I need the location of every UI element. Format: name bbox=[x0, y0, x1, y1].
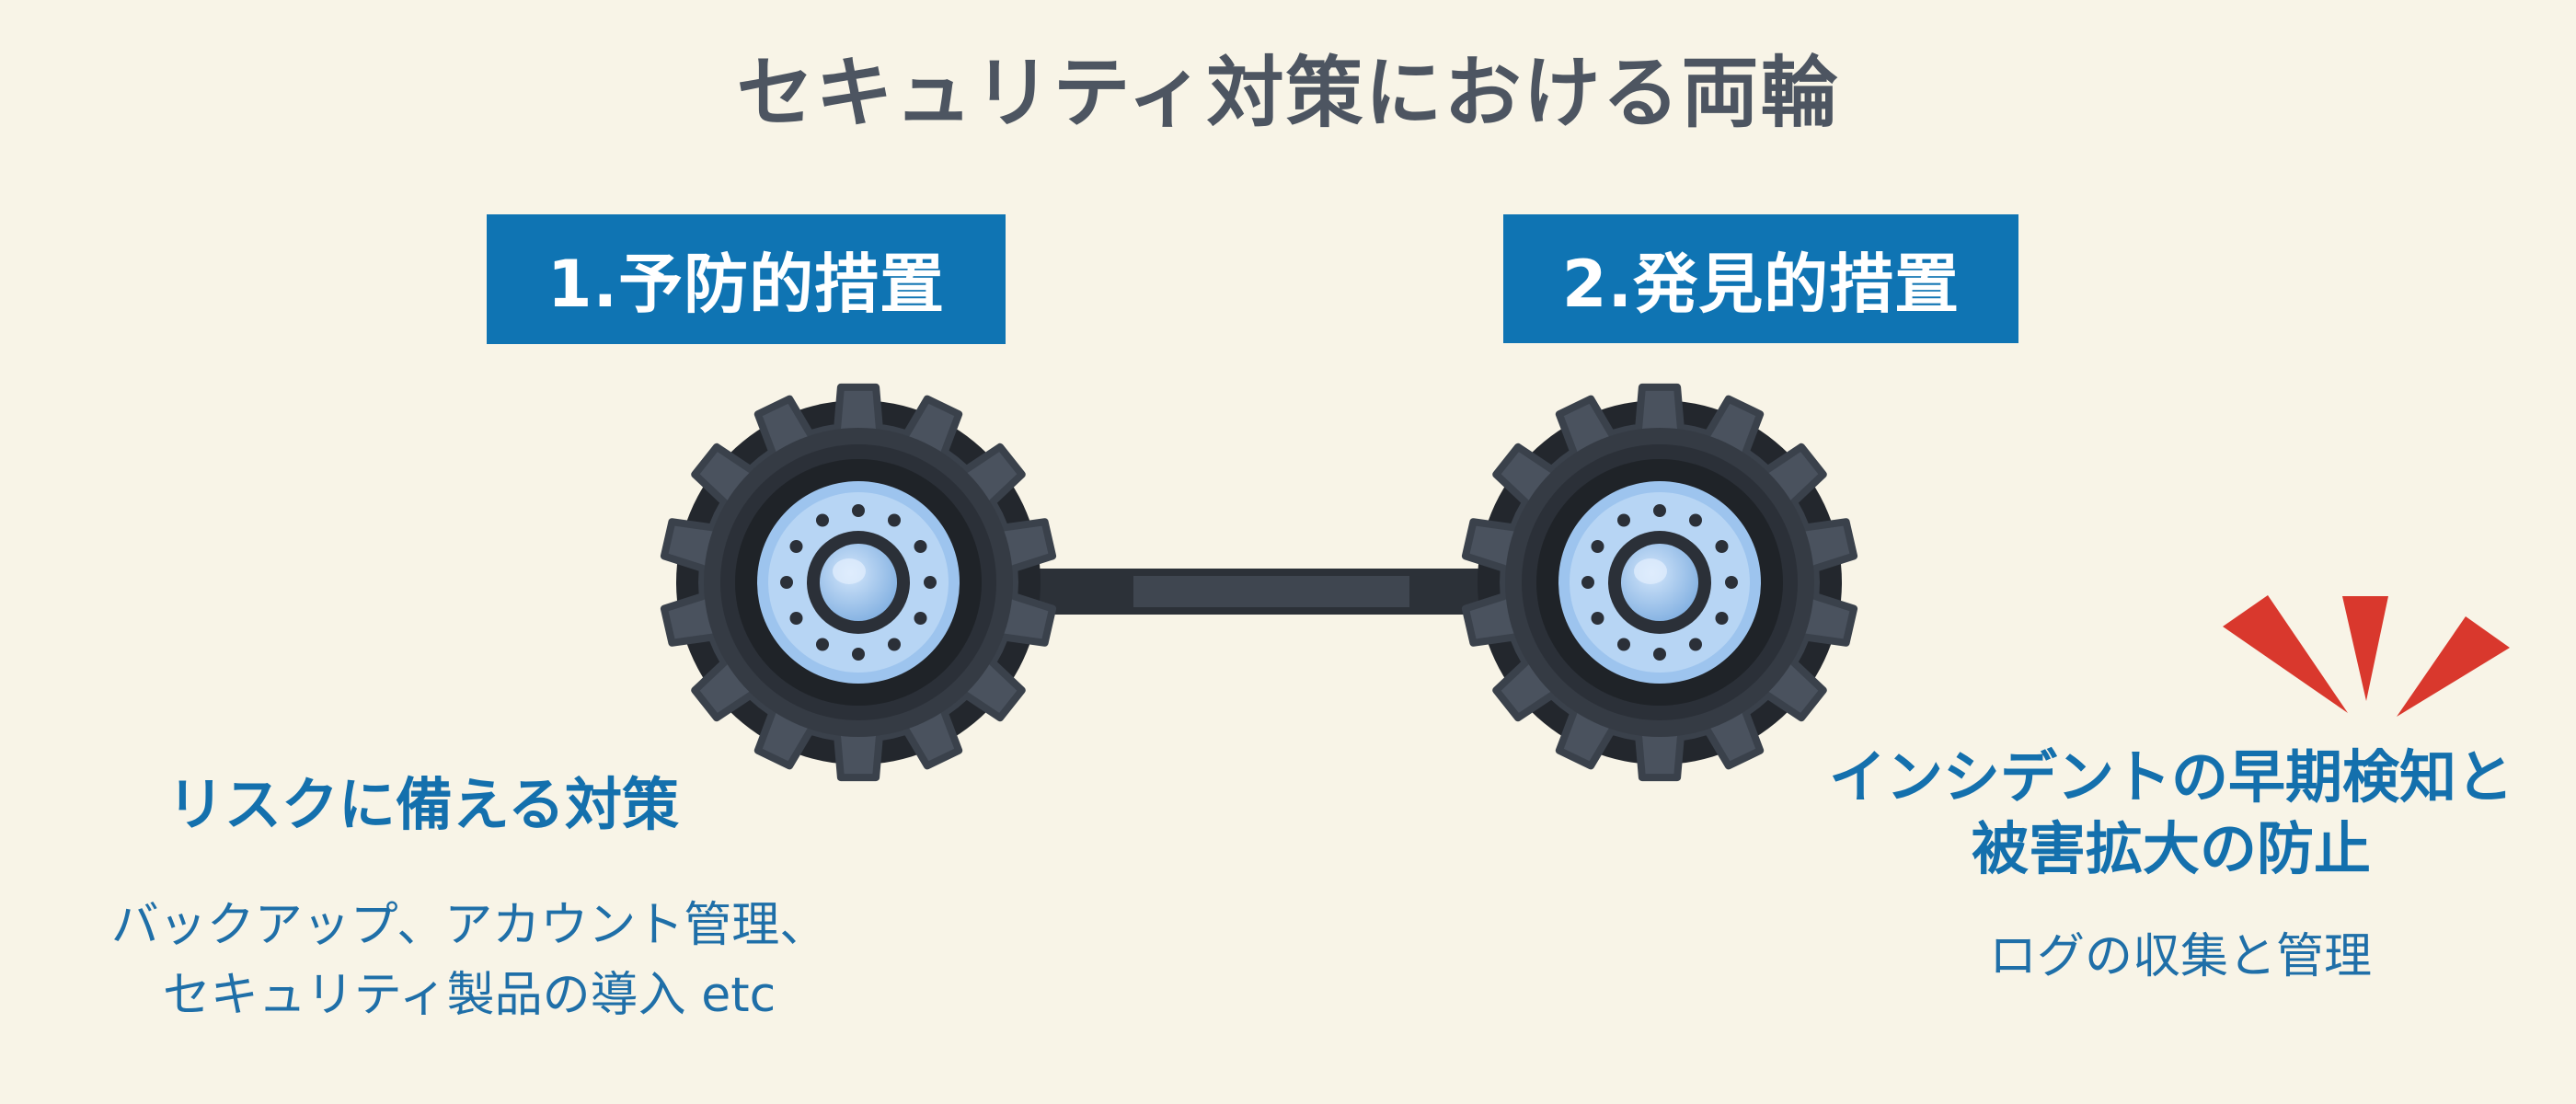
wheel-left-icon bbox=[664, 387, 1052, 777]
left-description: バックアップ、アカウント管理、 セキュリティ製品の導入 etc bbox=[74, 891, 865, 1030]
axle-icon bbox=[1021, 569, 1518, 615]
alert-burst-icon bbox=[2223, 595, 2510, 717]
wheel-right-icon bbox=[1466, 387, 1854, 777]
right-description: ログの収集と管理 bbox=[1877, 922, 2484, 992]
left-description-line-1: バックアップ、アカウント管理、 bbox=[74, 891, 865, 960]
left-heading: リスクに備える対策 bbox=[110, 769, 736, 841]
right-heading: インシデントの早期検知と 被害拡大の防止 bbox=[1803, 742, 2539, 885]
right-heading-line-1: インシデントの早期検知と bbox=[1803, 742, 2539, 813]
right-heading-line-2: 被害拡大の防止 bbox=[1803, 813, 2539, 885]
left-description-line-2: セキュリティ製品の導入 etc bbox=[74, 960, 865, 1030]
